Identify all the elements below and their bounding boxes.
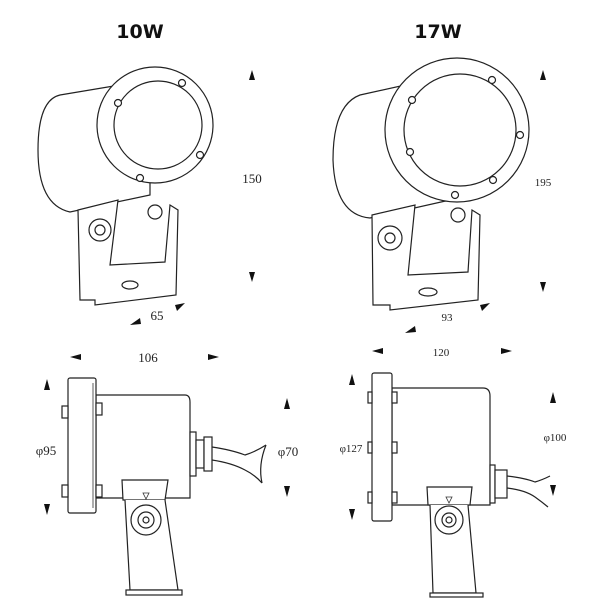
lens <box>113 80 203 170</box>
lamp-17w-side-view <box>367 372 551 598</box>
dim-10w-height: 150 <box>242 70 262 282</box>
dim-10w-flange-diameter: φ95 <box>36 379 57 515</box>
ring-bolts <box>113 78 205 183</box>
flange-bolts <box>367 391 398 504</box>
dim-label-phi70: φ70 <box>278 444 299 459</box>
dim-label-phi127: φ127 <box>340 443 363 455</box>
side-flange <box>371 372 393 522</box>
cable-gland <box>189 431 213 477</box>
cable <box>506 475 551 508</box>
title-17w: 17W <box>414 21 461 43</box>
dim-10w-body-diameter: φ70 <box>278 398 299 497</box>
lamp-17w-perspective <box>332 57 530 311</box>
lens <box>403 73 517 187</box>
ring-bolts <box>405 75 525 200</box>
dim-label-106: 106 <box>138 350 158 365</box>
pivot-knob <box>377 225 403 251</box>
dim-10w-length: 106 <box>70 350 219 365</box>
side-pivot-knob <box>130 504 162 536</box>
dim-label-65: 65 <box>151 308 164 323</box>
dim-label-195: 195 <box>535 177 552 189</box>
pivot-knob <box>88 218 112 242</box>
dim-17w-width: 93 <box>405 303 490 333</box>
dim-label-phi95: φ95 <box>36 443 57 458</box>
bracket-slot <box>121 280 139 290</box>
front-ring <box>96 66 214 184</box>
dim-10w-width: 65 <box>130 303 185 325</box>
lamp-10w-perspective <box>37 66 214 306</box>
flange-bolts <box>61 402 103 498</box>
cable <box>211 444 267 484</box>
arrow-mark-icon <box>142 492 150 500</box>
bracket-slot <box>418 287 438 297</box>
dim-17w-length: 120 <box>372 347 512 359</box>
dim-label-phi100: φ100 <box>544 432 567 444</box>
side-flange <box>67 377 97 514</box>
lamp-10w-side-view <box>61 377 267 596</box>
dim-label-120: 120 <box>433 347 450 359</box>
front-ring <box>384 57 530 203</box>
dim-17w-flange-diameter: φ127 <box>340 374 363 520</box>
cable-gland <box>489 464 508 504</box>
pivot-knob-rear <box>147 204 163 220</box>
bracket-foot <box>125 589 183 596</box>
dim-label-150: 150 <box>242 171 262 186</box>
dim-label-93: 93 <box>442 312 454 324</box>
dim-17w-height: 195 <box>535 70 552 292</box>
pivot-knob-rear <box>450 207 466 223</box>
dim-17w-body-diameter: φ100 <box>544 392 567 496</box>
bracket-foot <box>429 592 484 598</box>
side-pivot-knob <box>434 505 464 535</box>
arrow-mark-icon <box>445 496 453 504</box>
title-10w: 10W <box>116 21 163 43</box>
